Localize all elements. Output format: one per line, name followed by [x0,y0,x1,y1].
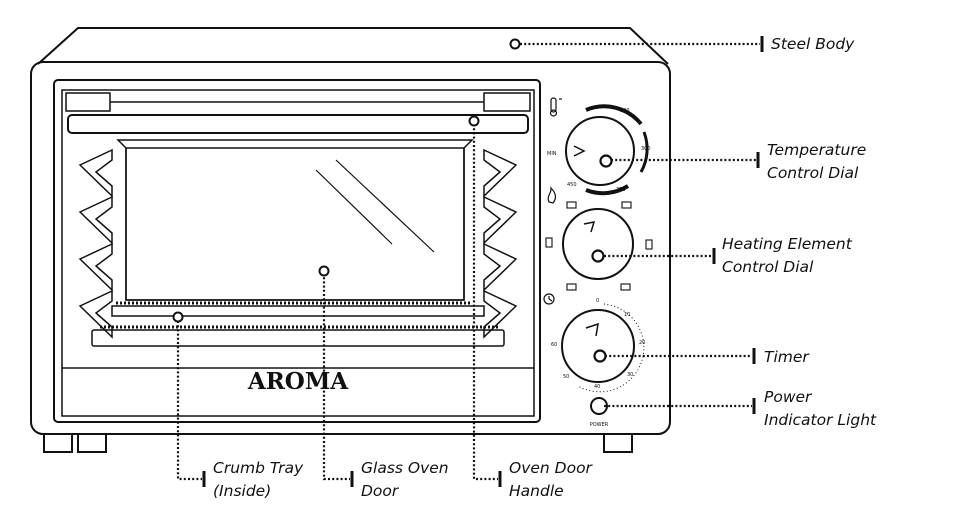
timer-tick-10: 10 [624,312,630,318]
door-handle[interactable] [67,114,529,134]
callout-timer: Timer [764,348,810,366]
callout-temperature-line1: Temperature [767,141,866,159]
callout-heating-line1: Heating Element [722,235,853,253]
callout-door-handle-line1: Oven Door [509,459,594,477]
callout-markers [172,38,521,323]
heating-element-control-dial[interactable] [562,208,634,280]
timer-dial[interactable] [561,303,645,393]
timer-tick-20: 20 [639,340,645,346]
callout-temperature-line2: Control Dial [767,164,859,182]
temperature-control-dial[interactable] [565,104,649,196]
callout-steel-body: Steel Body [771,35,855,53]
timer-tick-50: 50 [563,374,569,380]
callout-power-line1: Power [764,388,813,406]
callout-crumb-tray-line1: Crumb Tray [213,459,304,477]
oven-body [30,27,671,453]
heating-mode-icons [545,201,653,291]
temp-tick-450: 450 [567,182,577,188]
oven-interior [78,148,518,347]
callout-glass-door-line1: Glass Oven [361,459,449,477]
temp-tick-min: MIN [547,151,557,157]
timer-tick-40: 40 [594,384,600,390]
temp-tick-300: 300 [641,146,651,152]
timer-tick-60: 60 [551,342,557,348]
callout-crumb-tray-line2: (Inside) [213,482,271,500]
temp-tick-200: 200 [620,108,630,114]
power-label: POWER [590,422,609,428]
glass-oven-door [116,139,474,301]
timer-tick-0: 0 [596,298,599,304]
flame-icon [547,186,557,204]
callout-leaders [176,42,760,481]
thermometer-icon [549,97,562,117]
timer-tick-30: 30 [627,372,633,378]
crumb-tray [91,329,505,347]
power-indicator-light [590,397,608,415]
brand-logo: AROMA [247,368,349,395]
clock-icon [543,293,555,305]
callout-glass-door-line2: Door [361,482,400,500]
temp-tick-350: 350 [616,187,626,193]
callout-end-bars [202,36,764,487]
callout-heating-line2: Control Dial [722,258,814,276]
oven-door [53,79,541,423]
callout-power-line2: Indicator Light [764,411,877,429]
tray-dotted-outline [100,301,500,329]
callout-door-handle-line2: Handle [509,482,564,500]
control-panel [543,97,653,415]
